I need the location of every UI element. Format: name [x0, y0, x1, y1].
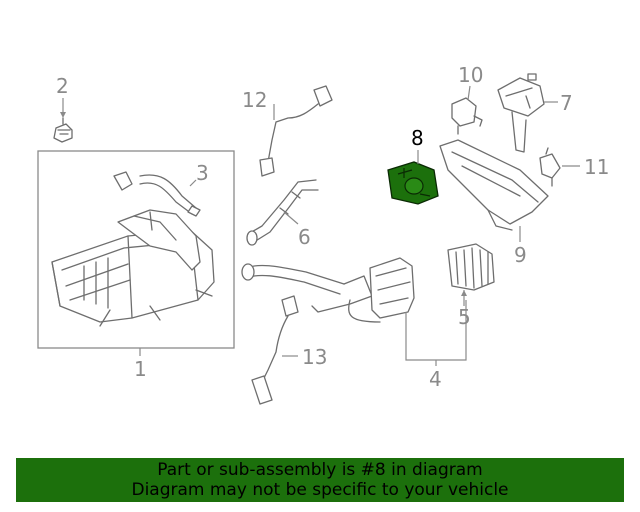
callout-2: 2 — [56, 74, 69, 98]
part-13-sensor[interactable] — [251, 295, 299, 405]
part-5-filter[interactable] — [447, 243, 495, 291]
parts-diagram: 1 2 3 4 5 6 — [37, 63, 609, 405]
callout-8: 8 — [411, 126, 424, 150]
banner-line-1: Part or sub-assembly is #8 in diagram — [157, 460, 483, 480]
callout-5: 5 — [458, 305, 471, 329]
part-2-clip[interactable] — [53, 117, 73, 143]
banner-line-2: Diagram may not be specific to your vehi… — [131, 480, 509, 500]
part-3-hose[interactable] — [113, 171, 201, 217]
part-4-assembly[interactable] — [241, 257, 415, 323]
part-8-highlighted[interactable] — [387, 161, 439, 205]
part-6-hose[interactable] — [246, 179, 319, 246]
callout-11: 11 — [584, 155, 609, 179]
callout-1: 1 — [134, 357, 147, 381]
callout-6: 6 — [298, 225, 311, 249]
info-banner: Part or sub-assembly is #8 in diagram Di… — [16, 458, 624, 502]
callout-7: 7 — [560, 91, 573, 115]
callout-12: 12 — [242, 88, 267, 112]
callout-3: 3 — [196, 161, 209, 185]
part-7-valve[interactable] — [497, 73, 545, 153]
callout-9: 9 — [514, 243, 527, 267]
callout-10: 10 — [458, 63, 483, 87]
part-12-sensor[interactable] — [259, 85, 333, 177]
part-9-bracket[interactable] — [439, 139, 549, 231]
callout-13: 13 — [302, 345, 327, 369]
part-11-sensor[interactable] — [539, 147, 561, 187]
callout-4: 4 — [429, 367, 442, 391]
part-10-valve[interactable] — [451, 97, 483, 135]
part-1-charcoal-canister[interactable] — [37, 150, 235, 349]
